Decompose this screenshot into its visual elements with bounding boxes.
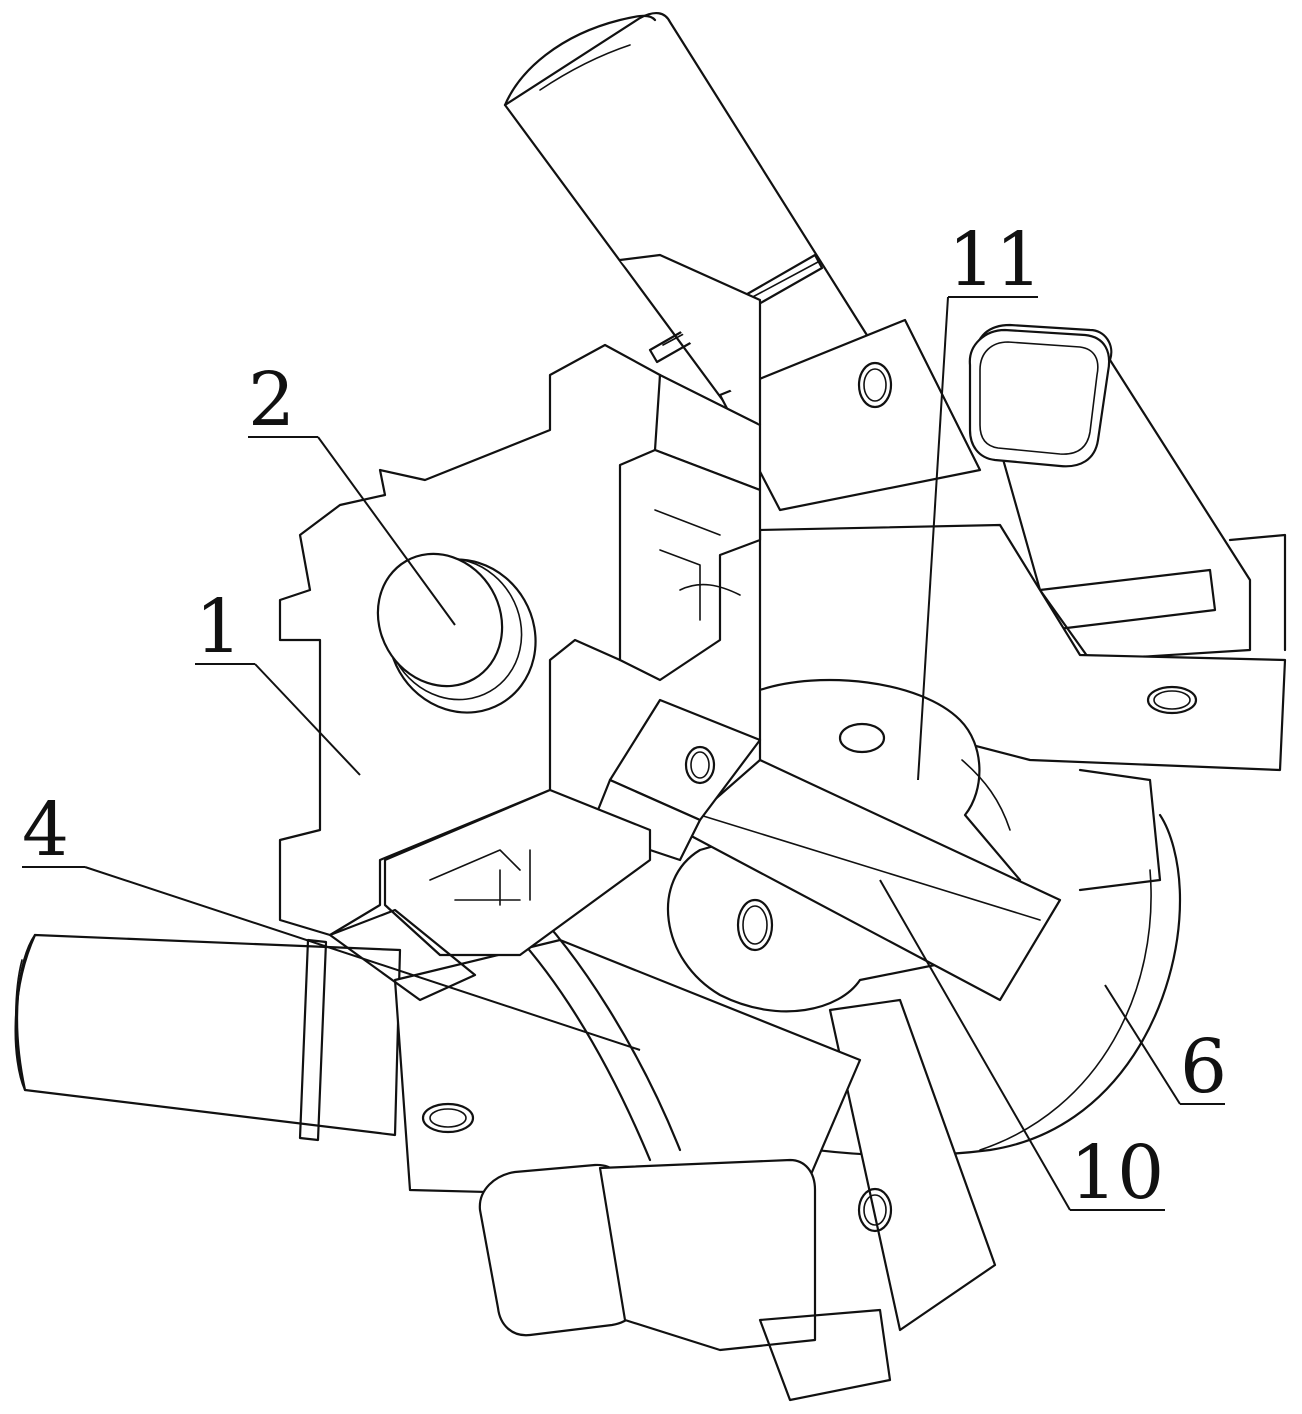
- corner-block: [588, 698, 762, 862]
- label-6: 6: [1180, 1024, 1227, 1110]
- top-rod: [503, 12, 872, 412]
- upper-slot-frame: [618, 448, 762, 682]
- label-2: 2: [248, 357, 295, 443]
- callout-4: 4: [22, 787, 641, 1051]
- callout-1: 1: [195, 584, 361, 776]
- label-1: 1: [195, 584, 242, 670]
- bottom-rod: [478, 1158, 892, 1402]
- callout-2: 2: [248, 357, 456, 626]
- upper-right-rod: [968, 323, 1287, 662]
- callout-11: 11: [917, 217, 1042, 781]
- label-4: 4: [22, 787, 69, 873]
- callout-6: 6: [1104, 984, 1227, 1110]
- label-11: 11: [948, 217, 1042, 303]
- central-disc: [758, 678, 1162, 902]
- diagonal-bar: [678, 758, 1062, 1002]
- callout-10: 10: [879, 879, 1165, 1216]
- lower-slot-frame: [328, 788, 652, 1002]
- round-cap: [376, 552, 537, 714]
- label-10: 10: [1070, 1130, 1164, 1216]
- left-rod: [14, 933, 402, 1142]
- lower-right-plate: [828, 998, 997, 1332]
